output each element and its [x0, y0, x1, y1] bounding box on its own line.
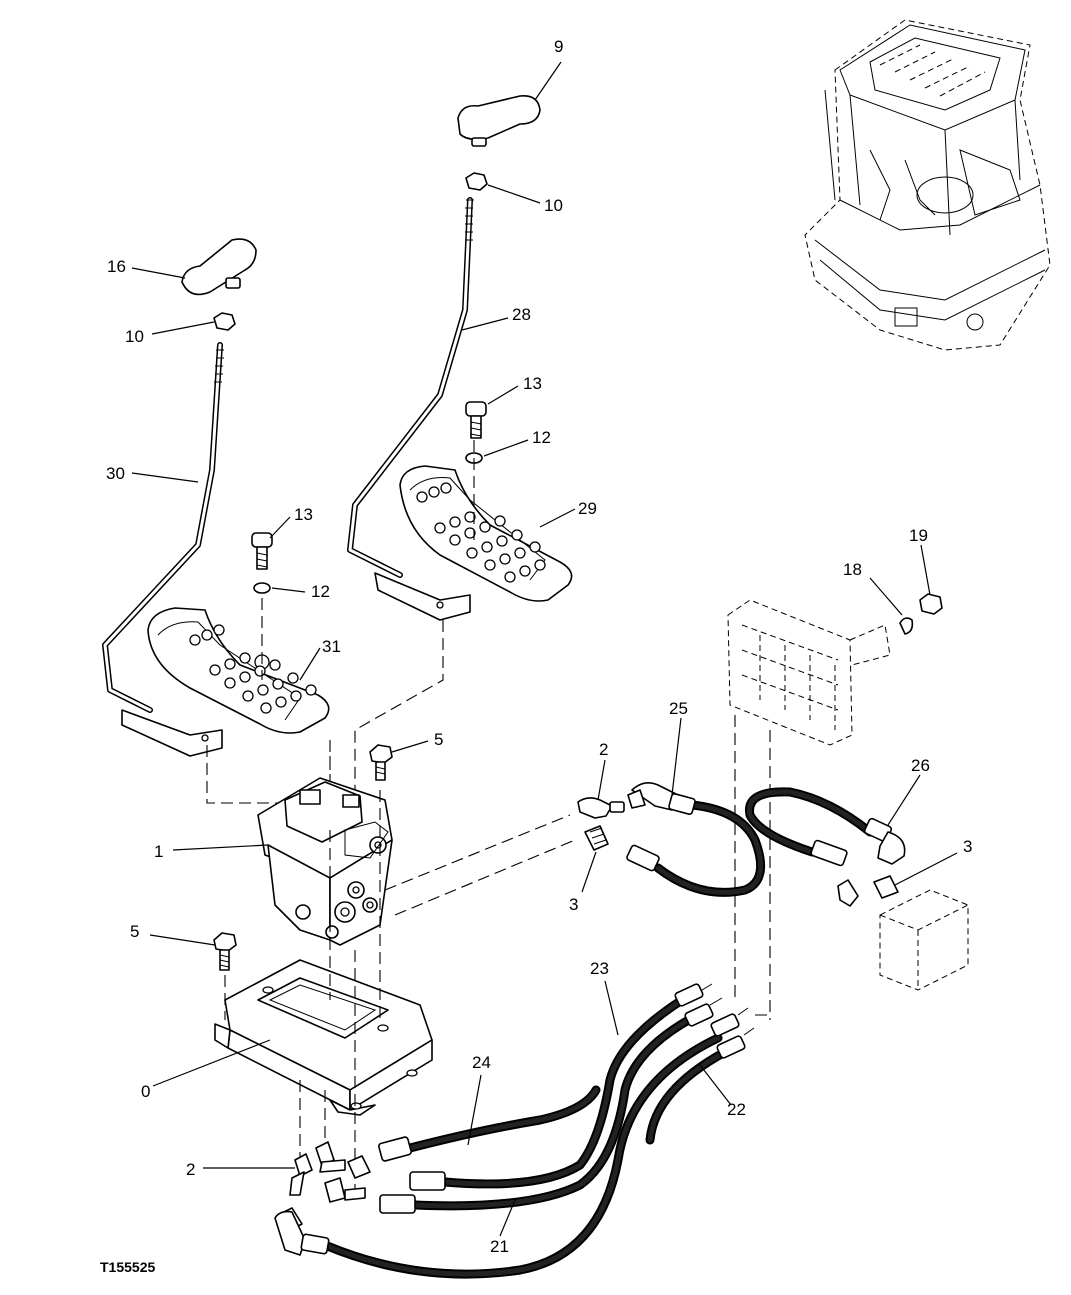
callout-23: 23 — [590, 959, 609, 978]
nut-10-right — [465, 172, 488, 191]
bolt-5-lower — [213, 932, 237, 971]
callout-3-right: 3 — [963, 837, 972, 856]
pedal-31-holes — [189, 624, 317, 714]
hose-25 — [626, 782, 766, 897]
pedal-31 — [147, 607, 330, 734]
leader-lines — [131, 61, 958, 1237]
bulkhead-plate — [727, 599, 891, 1020]
callout-labels: 9 10 16 10 28 13 12 30 13 29 12 31 19 18… — [100, 37, 972, 1275]
rod-28-bracket — [374, 572, 471, 621]
callout-3-upper: 3 — [569, 895, 578, 914]
callout-22: 22 — [727, 1100, 746, 1119]
hose-26 — [745, 787, 906, 867]
nut-10-left — [213, 312, 236, 331]
nut-19 — [919, 593, 943, 615]
hose-23 — [379, 1013, 697, 1214]
callout-29: 29 — [578, 499, 597, 518]
pedal-29-holes — [416, 482, 546, 583]
hose-24 — [378, 1085, 601, 1162]
callout-16: 16 — [107, 257, 126, 276]
callout-1: 1 — [154, 842, 163, 861]
hose-ends-upper-right — [674, 983, 755, 1059]
callout-30: 30 — [106, 464, 125, 483]
machine-overview-illustration — [804, 19, 1051, 351]
bolt-13-left — [251, 532, 273, 570]
hose-21 — [409, 995, 687, 1191]
washer-12-left — [253, 582, 271, 594]
callout-9: 9 — [554, 37, 563, 56]
figure-id: T155525 — [100, 1259, 155, 1275]
callout-5-upper: 5 — [434, 730, 443, 749]
callout-19: 19 — [909, 526, 928, 545]
hose-22 — [274, 1033, 730, 1279]
callout-10-right: 10 — [544, 196, 563, 215]
callout-12-right: 12 — [532, 428, 551, 447]
lever-knob-9 — [457, 94, 541, 141]
valve-mount-bracket-0 — [214, 959, 433, 1116]
callout-18: 18 — [843, 560, 862, 579]
fitting-2-upper — [577, 797, 625, 819]
pedal-29 — [399, 465, 573, 602]
travel-lever-right-assembly — [347, 94, 573, 621]
lever-knob-16 — [181, 238, 257, 296]
callout-2-lower: 2 — [186, 1160, 195, 1179]
callout-12-left: 12 — [311, 582, 330, 601]
bolt-5-upper — [369, 744, 393, 781]
fitting-3-upper — [584, 825, 609, 851]
pilot-valve-1 — [257, 777, 393, 946]
callout-25: 25 — [669, 699, 688, 718]
bolt-13-right — [465, 401, 487, 439]
travel-lever-left-assembly — [102, 238, 330, 757]
junction-box-outline — [879, 889, 969, 991]
fitting-3-right — [837, 875, 899, 907]
callout-24: 24 — [472, 1053, 491, 1072]
callout-13-left: 13 — [294, 505, 313, 524]
callout-5-lower: 5 — [130, 922, 139, 941]
callout-21: 21 — [490, 1237, 509, 1256]
callout-13-right: 13 — [523, 374, 542, 393]
callout-28: 28 — [512, 305, 531, 324]
callout-26: 26 — [911, 756, 930, 775]
callout-31: 31 — [322, 637, 341, 656]
callout-10-left: 10 — [125, 327, 144, 346]
callout-0: 0 — [141, 1082, 150, 1101]
rod-30-bracket — [121, 709, 223, 757]
washer-18 — [899, 617, 914, 635]
callout-2-upper: 2 — [599, 740, 608, 759]
